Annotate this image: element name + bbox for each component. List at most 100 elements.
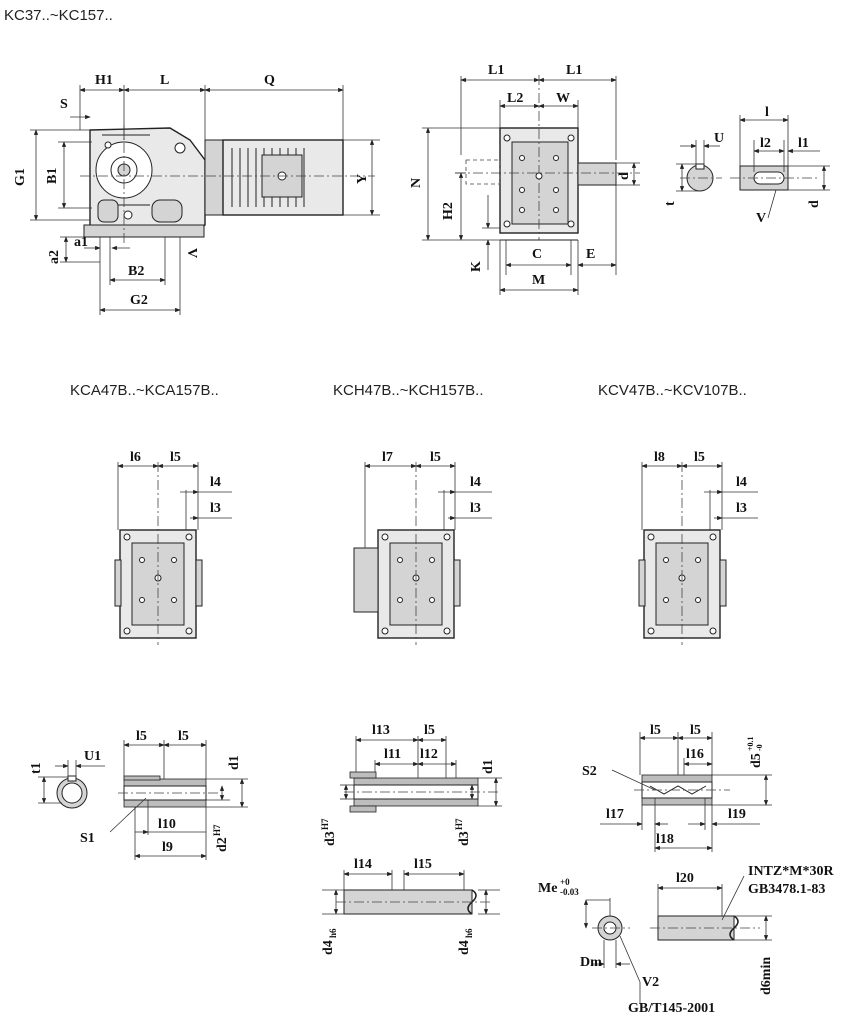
dim-L2: L2 <box>507 91 523 106</box>
top-model-caption: KC37..~KC157.. <box>4 7 113 24</box>
hsv-label-S2: S2 <box>582 764 597 779</box>
plug-shaft: l14 l15 d4 h6 d4 h6 <box>321 857 500 955</box>
spline-dim-me: Me +0 -0.03 <box>538 877 579 897</box>
svg-text:-0.03: -0.03 <box>560 887 579 897</box>
dim-Y: Y <box>355 174 370 184</box>
svg-text:d3: d3 <box>323 831 338 846</box>
kcv-dim-l5: l5 <box>694 450 705 465</box>
hsa-dim-l5-left: l5 <box>136 729 147 744</box>
hsh-dim-l5: l5 <box>424 723 435 738</box>
kch-dim-l7: l7 <box>382 450 393 465</box>
housing-feet <box>83 224 205 238</box>
dim-V-key: V <box>756 211 766 226</box>
kcv-dim-l4: l4 <box>736 475 747 490</box>
hsa-dim-l5-right: l5 <box>178 729 189 744</box>
shaft-key-detail: U t l l2 l1 d V <box>663 105 830 226</box>
dim-E: E <box>586 247 595 262</box>
hsv-dim-l18: l18 <box>656 832 674 847</box>
dim-K: K <box>469 261 484 272</box>
hsa-dim-l10: l10 <box>158 817 176 832</box>
kcv-dim-l3: l3 <box>736 501 747 516</box>
spline-spec-label: INTZ*M*30R <box>748 864 834 879</box>
hollow-shaft-v: l5 l5 l16 d5 +0.1 -0 S2 l17 l19 l18 <box>582 723 772 852</box>
svg-text:d2: d2 <box>215 837 230 852</box>
dim-H1: H1 <box>95 73 113 88</box>
dim-B2: B2 <box>128 264 144 279</box>
dim-l1: l1 <box>798 136 809 151</box>
dim-Q: Q <box>264 73 275 88</box>
hsv-dim-l5-left: l5 <box>650 723 661 738</box>
dim-U: U <box>714 131 724 146</box>
hsh-dim-d1: d1 <box>481 759 496 774</box>
dim-M: M <box>532 273 545 288</box>
hsv-dim-d5: d5 +0.1 -0 <box>746 736 764 768</box>
dim-d-front: d <box>617 172 632 180</box>
spline-dim-d6: d6min <box>759 957 774 995</box>
dim-C: C <box>532 247 542 262</box>
dim-G1: G1 <box>13 168 28 186</box>
dim-B1: B1 <box>45 168 60 184</box>
hsh-dim-d3-right: d3 H7 <box>454 818 472 846</box>
kcv-view: l8 l5 l4 l3 <box>638 450 758 645</box>
dim-d-shaft: d <box>807 200 822 208</box>
hsv-dim-l17: l17 <box>606 807 624 822</box>
hollow-shaft-a: U1 t1 l5 l5 d1 d2 H7 l10 l9 <box>29 729 248 860</box>
dim-t: t <box>663 201 678 206</box>
hsh-dim-l12: l12 <box>420 747 438 762</box>
svg-text:h6: h6 <box>328 928 338 938</box>
kca-view: l6 l5 l4 l3 <box>114 450 232 645</box>
motor-adapter <box>204 139 224 216</box>
svg-text:-0: -0 <box>755 744 764 751</box>
kca-dim-l5: l5 <box>170 450 181 465</box>
dim-l2: l2 <box>760 136 771 151</box>
dim-L1-left: L1 <box>488 63 504 78</box>
kca-model-caption: KCA47B..~KCA157B.. <box>70 382 219 399</box>
svg-text:H7: H7 <box>212 824 222 836</box>
side-view: H1 L Q S G1 B1 Y a2 a1 B2 G2 V <box>13 73 380 315</box>
spline-spec-standard: GB3478.1-83 <box>748 882 825 897</box>
plug-dim-l14: l14 <box>354 857 372 872</box>
kca-dim-l6: l6 <box>130 450 141 465</box>
kch-model-caption: KCH47B..~KCH157B.. <box>333 382 484 399</box>
kcv-model-caption: KCV47B..~KCV107B.. <box>598 382 747 399</box>
hsv-dim-l19: l19 <box>728 807 746 822</box>
dim-t1: t1 <box>29 762 44 774</box>
hsa-dim-d2: d2 H7 <box>212 824 230 852</box>
dim-V-side: V <box>184 248 199 258</box>
hsh-dim-l13: l13 <box>372 723 390 738</box>
svg-text:Me: Me <box>538 881 557 896</box>
hsa-dim-l9: l9 <box>162 840 173 855</box>
plug-dim-d4-left: d4 h6 <box>321 928 338 955</box>
plug-dim-l15: l15 <box>414 857 432 872</box>
dim-G2: G2 <box>130 293 148 308</box>
kch-dim-l3: l3 <box>470 501 481 516</box>
kca-dim-l4: l4 <box>210 475 221 490</box>
kch-flange <box>353 547 379 613</box>
kcv-dim-l8: l8 <box>654 450 665 465</box>
hsv-dim-l5-right: l5 <box>690 723 701 738</box>
kch-dim-l5: l5 <box>430 450 441 465</box>
hsa-label-S1: S1 <box>80 831 95 846</box>
front-view: L1 L1 L2 W N H2 K C E M d <box>409 63 640 295</box>
plug-dim-d4-right: d4 h6 <box>457 928 474 955</box>
svg-text:d4: d4 <box>457 940 472 955</box>
spline-standard-v2: GB/T145-2001 <box>628 1001 715 1016</box>
svg-text:d4: d4 <box>321 940 336 955</box>
dim-U1: U1 <box>84 749 101 764</box>
dim-l: l <box>765 105 769 120</box>
dim-S: S <box>60 97 68 112</box>
svg-text:+0.1: +0.1 <box>746 736 755 751</box>
spline-dim-l20: l20 <box>676 871 694 886</box>
hsh-dim-d3-left: d3 H7 <box>320 818 338 846</box>
svg-text:H7: H7 <box>320 818 330 830</box>
dim-a1: a1 <box>74 235 88 250</box>
hsv-dim-l16: l16 <box>686 747 704 762</box>
dim-H2: H2 <box>441 202 456 220</box>
hollow-shaft-h: l13 l5 l11 l12 d1 d3 H7 d3 H7 <box>320 723 502 846</box>
svg-text:d3: d3 <box>457 831 472 846</box>
dim-W: W <box>556 91 570 106</box>
hsh-dim-l11: l11 <box>384 747 401 762</box>
dim-N: N <box>409 178 424 188</box>
svg-text:d5: d5 <box>749 753 764 768</box>
